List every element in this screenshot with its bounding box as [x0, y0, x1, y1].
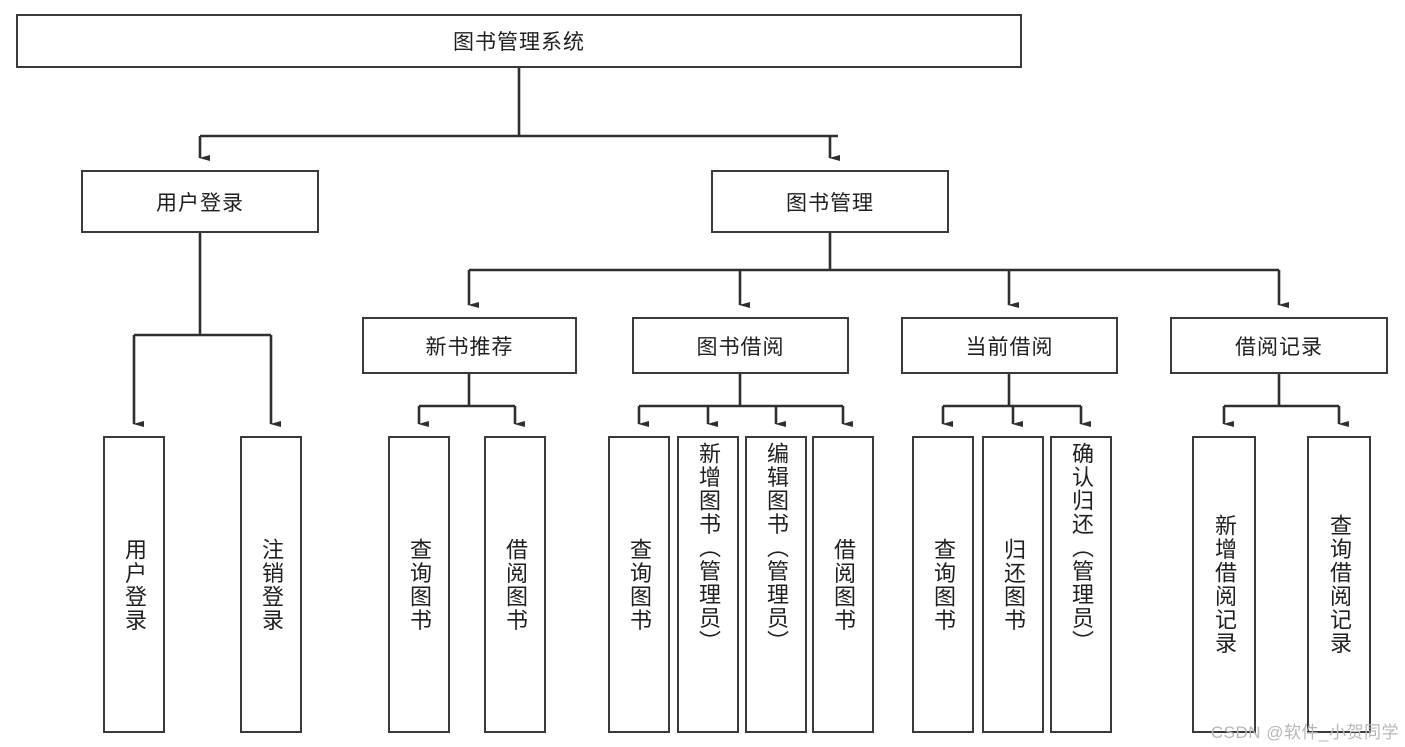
node-leaf-query-book-2[interactable]: 查询图书 — [608, 436, 670, 733]
node-label: 图书管理 — [786, 191, 874, 215]
node-label: 新增图书（管理员） — [695, 442, 721, 654]
node-label: 查询图书 — [406, 537, 432, 632]
node-label: 确认归还（管理员） — [1068, 442, 1094, 654]
node-leaf-query-book-1[interactable]: 查询图书 — [388, 436, 450, 733]
node-label: 新增借阅记录 — [1211, 514, 1237, 655]
node-book-manage[interactable]: 图书管理 — [711, 170, 949, 233]
node-label: 注销登录 — [258, 537, 284, 632]
node-label: 借阅图书 — [830, 537, 856, 632]
node-leaf-user-login[interactable]: 用户登录 — [103, 436, 165, 733]
node-label: 查询借阅记录 — [1326, 514, 1352, 655]
node-new-book-recommend[interactable]: 新书推荐 — [362, 317, 577, 374]
node-borrow-record[interactable]: 借阅记录 — [1170, 317, 1388, 374]
node-label: 图书管理系统 — [453, 31, 585, 54]
node-current-borrow[interactable]: 当前借阅 — [901, 317, 1118, 374]
node-label: 新书推荐 — [425, 335, 514, 359]
node-user-login[interactable]: 用户登录 — [81, 170, 319, 233]
node-root[interactable]: 图书管理系统 — [16, 14, 1022, 68]
node-label: 编辑图书（管理员） — [763, 442, 789, 654]
node-leaf-borrow-book-1[interactable]: 借阅图书 — [484, 436, 546, 733]
node-label: 借阅图书 — [502, 537, 528, 632]
node-leaf-return-book[interactable]: 归还图书 — [982, 436, 1044, 733]
node-label: 借阅记录 — [1235, 335, 1323, 359]
node-leaf-query-borrow-record[interactable]: 查询借阅记录 — [1307, 436, 1371, 733]
node-leaf-edit-book-admin[interactable]: 编辑图书（管理员） — [745, 436, 807, 733]
node-book-borrow[interactable]: 图书借阅 — [632, 317, 849, 374]
node-label: 用户登录 — [156, 191, 244, 215]
node-leaf-borrow-book-2[interactable]: 借阅图书 — [812, 436, 874, 733]
node-leaf-logout-login[interactable]: 注销登录 — [240, 436, 302, 733]
node-leaf-query-book-3[interactable]: 查询图书 — [912, 436, 974, 733]
node-label: 当前借阅 — [965, 335, 1054, 359]
node-label: 图书借阅 — [696, 335, 785, 359]
watermark-text: CSDN @软件_小贺同学 — [1210, 723, 1399, 742]
node-label: 归还图书 — [1000, 537, 1026, 632]
node-leaf-confirm-return-admin[interactable]: 确认归还（管理员） — [1050, 436, 1112, 733]
node-label: 查询图书 — [626, 537, 652, 632]
node-label: 用户登录 — [121, 537, 147, 632]
node-leaf-add-book-admin[interactable]: 新增图书（管理员） — [677, 436, 739, 733]
node-label: 查询图书 — [930, 537, 956, 632]
node-leaf-add-borrow-record[interactable]: 新增借阅记录 — [1192, 436, 1256, 733]
